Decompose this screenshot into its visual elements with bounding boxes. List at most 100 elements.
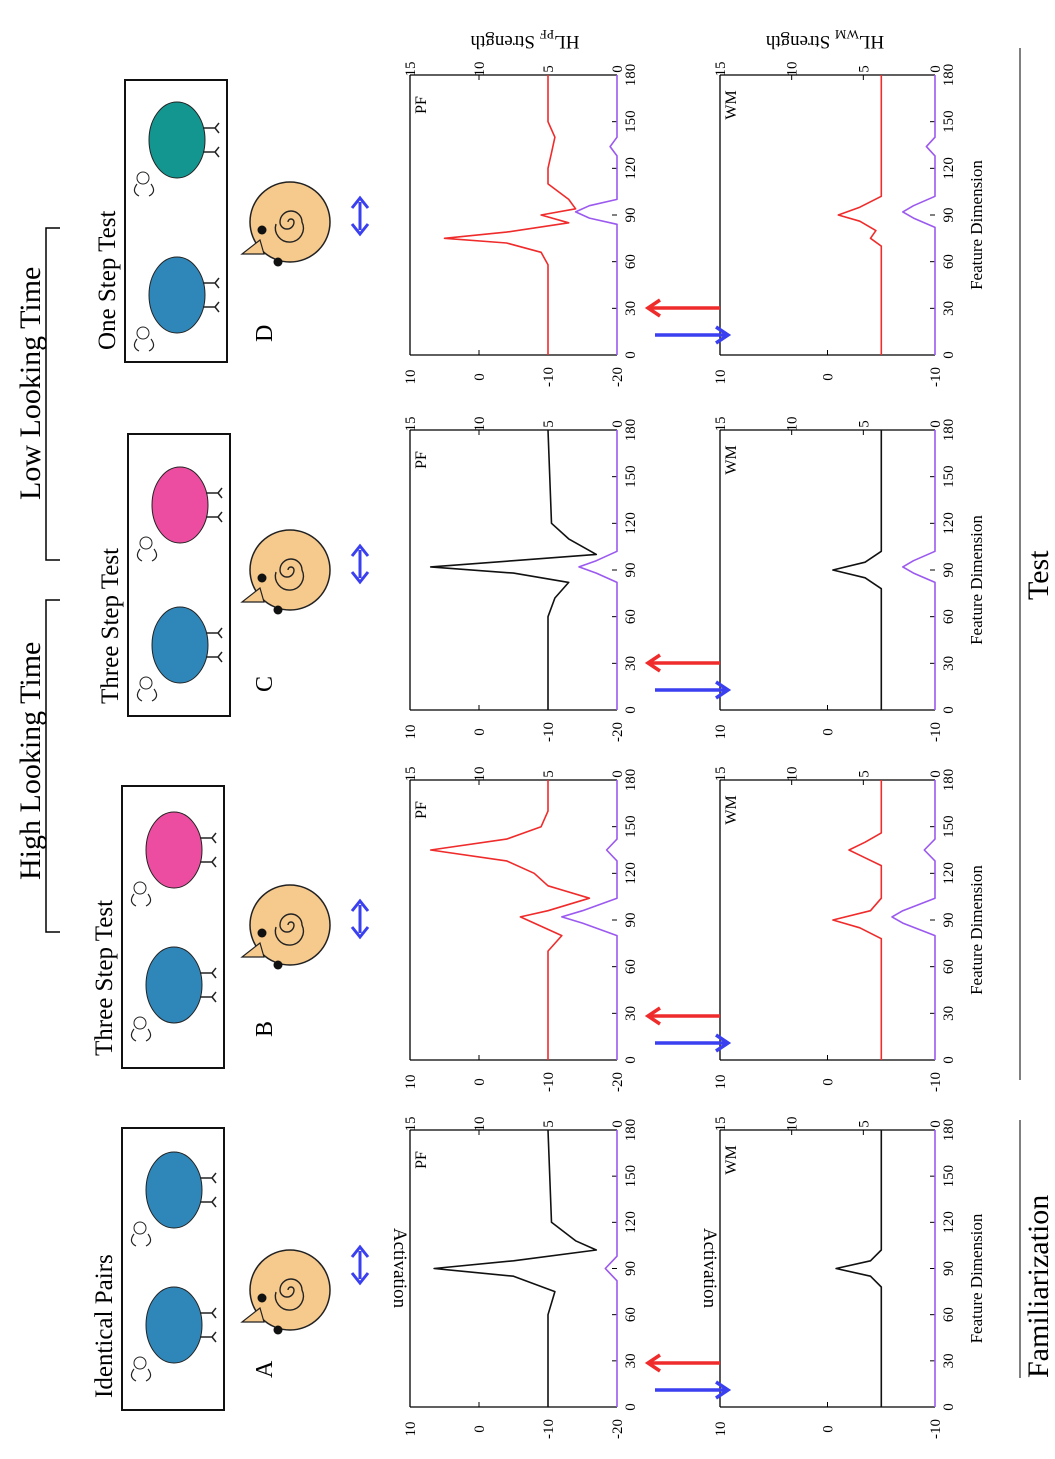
feature-tick-label: 180 [941,419,957,442]
creature-body [145,1151,203,1229]
hl-wm-strength-label: HLWM Strength [765,27,884,52]
activation-tick-label: 0 [472,728,488,736]
feature-tick-label: 60 [941,1307,957,1322]
creature-leg [200,1331,217,1343]
creature-leg [200,1172,217,1184]
creature-leg [200,1307,217,1319]
field-label: PF [413,801,430,819]
creature-leg [200,1196,217,1208]
series-line-red [837,75,883,355]
feature-tick-label: 30 [623,301,639,316]
activation-tick-label: -10 [928,1419,944,1439]
field-label: WM [723,795,740,824]
activation-tick-label: 0 [472,373,488,381]
stimulus-box-b [121,785,225,1069]
feature-tick-label: 0 [941,351,957,359]
infant-eye [273,960,283,970]
red-arrow-head [644,1006,661,1026]
test-label-a: Identical Pairs [91,1254,118,1398]
heading-test: Test [1022,550,1055,600]
feature-tick-label: 150 [623,465,639,488]
content-layer: Highest Looking TimeHigh Looking TimeLow… [14,27,1055,1440]
feature-tick-label: 90 [623,208,639,223]
feature-tick-label: 0 [623,1403,639,1411]
feature-tick-label: 150 [623,815,639,838]
feature-tick-label: 90 [623,563,639,578]
infant-eye [257,573,267,583]
activation-tick-label: 0 [821,1425,837,1433]
creature-body [145,1286,203,1364]
feature-tick-label: 120 [941,862,957,885]
stimulus-box-d [124,79,228,363]
creature-face [136,326,150,340]
bracket-low [45,227,60,561]
creature-body [151,606,209,684]
down-arrow-icon [655,1033,732,1053]
infant-head-icon [240,1249,331,1335]
double-arrow-icon [350,195,370,237]
blue-arrow-head [715,1380,732,1400]
feature-tick-label: 30 [623,656,639,671]
infant-eye [257,1293,267,1303]
infant-eye [257,928,267,938]
creature-leg [200,991,217,1003]
infant-nose [240,941,265,958]
strength-tick-label: 0 [610,65,626,73]
strength-tick-label: 5 [856,420,872,428]
creature-body [145,946,203,1024]
feature-tick-label: 150 [623,1165,639,1188]
infant-ear-swirl [274,1278,305,1311]
feature-tick-label: 180 [623,769,639,792]
activation-tick-label: -10 [928,367,944,387]
up-arrow-icon [644,653,720,673]
infant-ear-swirl [274,210,305,243]
strength-tick-label: 15 [403,1117,419,1132]
feature-tick-label: 0 [623,1056,639,1064]
feature-tick-label: 30 [941,656,957,671]
activation-tick-label: 10 [403,725,419,740]
activation-tick-label: 10 [713,1075,729,1090]
feature-tick-label: 0 [941,1056,957,1064]
feature-tick-label: 150 [623,110,639,132]
feature-tick-label: 120 [623,512,639,535]
series-line-purple [604,1130,618,1407]
strength-tick-label: 15 [713,1117,729,1132]
infant-eye [273,1325,283,1335]
creature-antenna [130,893,152,907]
activation-tick-label: 10 [713,1422,729,1437]
field-label: WM [723,445,740,474]
panel-letter-b: B [252,1021,278,1037]
feature-tick-label: 180 [941,769,957,792]
field-label: PF [413,1151,430,1169]
creature-icon [133,101,220,197]
double-arrow-head [350,223,370,237]
feature-tick-label: 30 [623,1353,639,1368]
strength-tick-label: 0 [928,65,944,73]
strength-tick-label: 5 [856,65,872,73]
strength-tick-label: 0 [928,1120,944,1128]
creature-leg [200,832,217,844]
activation-tick-label: 0 [821,1078,837,1086]
activation-label-pf: Activation [389,1228,410,1309]
activation-tick-label: 0 [821,373,837,381]
feature-tick-label: 180 [623,419,639,442]
activation-tick-label: -20 [610,1072,626,1092]
feature-tick-label: 60 [941,254,957,269]
activation-tick-label: 10 [403,370,419,385]
activation-tick-label: -20 [610,1419,626,1439]
field-label: PF [413,451,430,469]
feature-tick-label: 150 [941,815,957,838]
feature-tick-label: 60 [623,959,639,974]
feature-tick-label: 0 [623,706,639,714]
activation-tick-label: -10 [541,1072,557,1092]
red-arrow-head [644,653,661,673]
feature-tick-label: 180 [623,1119,639,1142]
activation-tick-label: -10 [928,1072,944,1092]
infant-head-icon [240,529,331,615]
feature-tick-label: 0 [941,706,957,714]
test-label-d: One Step Test [94,211,121,350]
feature-tick-label: 120 [941,512,957,535]
